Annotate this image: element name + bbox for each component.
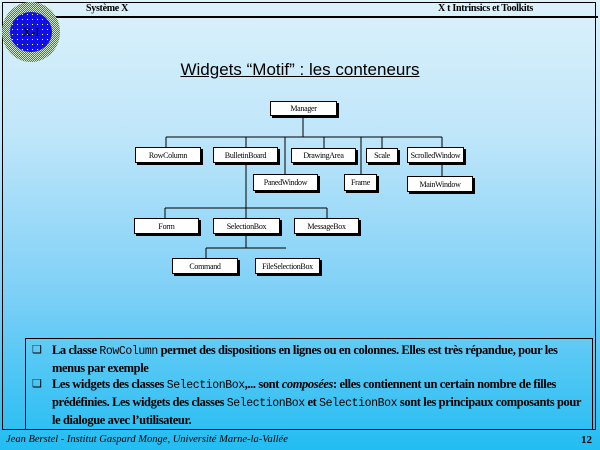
node-mainwindow: MainWindow <box>407 176 473 192</box>
text-box: ❑ La classe RowColumn permet des disposit… <box>25 338 593 430</box>
page-title: Widgets “Motif” : les conteneurs <box>180 60 420 79</box>
node-frame: Frame <box>344 174 377 191</box>
node-rowcolumn: RowColumn <box>135 147 201 163</box>
node-scrolledwindow: ScrolledWindow <box>407 147 464 163</box>
header-right: X t Intrinsics et Toolkits <box>438 3 533 14</box>
logo: X-I <box>2 2 60 62</box>
text: : elles contiennent un certain nombre de… <box>52 377 556 409</box>
text: permet des dispositions en lignes ou en … <box>52 343 558 375</box>
page-number: 12 <box>581 434 592 446</box>
text: La classe <box>52 343 100 357</box>
bullet-icon: ❑ <box>32 344 42 356</box>
header-left: Système X <box>86 3 129 14</box>
node-fileselectionbox: FileSelectionBox <box>255 258 320 274</box>
bullet-icon: ❑ <box>32 378 42 390</box>
header-rule <box>55 16 598 18</box>
text: sont les principaux composants pour le d… <box>52 395 581 427</box>
code: SelectionBox <box>166 379 245 392</box>
text: Les widgets des classes <box>52 377 167 391</box>
node-selectionbox: SelectionBox <box>213 218 280 234</box>
footer-author: Jean Berstel - Institut Gaspard Monge, U… <box>6 434 288 445</box>
bullet-item: ❑ La classe RowColumn permet des disposit… <box>32 342 586 376</box>
code: SelectionBox <box>319 397 398 410</box>
node-bulletinboard: BulletinBoard <box>213 147 278 163</box>
node-panedwindow: PanedWindow <box>253 174 318 191</box>
emphasis: composées <box>281 377 334 391</box>
node-scale: Scale <box>366 148 398 163</box>
text: ,... sont <box>244 377 282 391</box>
node-command: Command <box>172 258 238 274</box>
code: SelectionBox <box>226 397 305 410</box>
node-drawingarea: DrawingArea <box>291 148 356 163</box>
node-form: Form <box>134 218 199 234</box>
text: et <box>304 395 320 409</box>
logo-text: X-I <box>10 12 52 52</box>
code: RowColumn <box>99 345 158 358</box>
bullet-item: ❑ Les widgets des classes SelectionBox,..… <box>32 376 586 428</box>
node-manager: Manager <box>270 101 337 116</box>
node-messagebox: MessageBox <box>294 218 359 234</box>
